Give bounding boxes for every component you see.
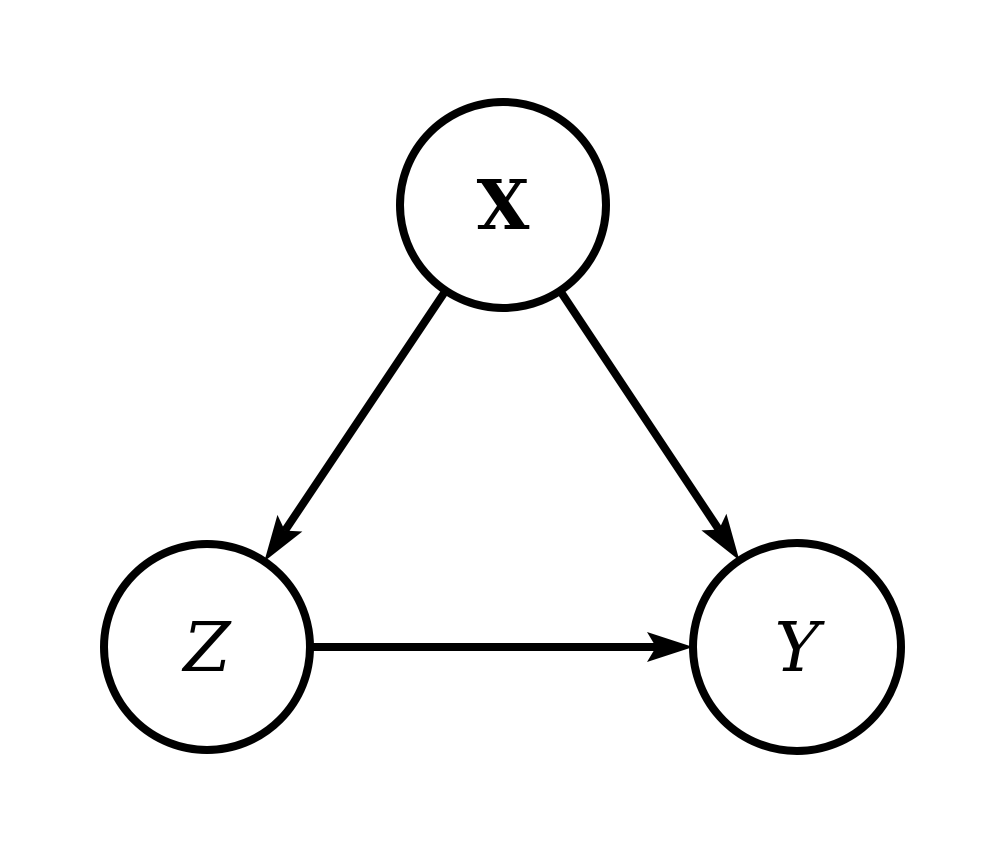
edges-layer — [264, 288, 740, 662]
node-circle-Y — [689, 539, 905, 755]
node-label-Y: Y — [775, 609, 826, 688]
node-label-Z: Z — [181, 609, 232, 688]
arrowhead-Z-Y — [647, 632, 693, 662]
nodes-layer: X Z Y — [100, 98, 905, 755]
edge-X-Z — [281, 288, 450, 533]
node-circle-Z — [100, 540, 314, 754]
arrowhead-X-Y — [701, 513, 740, 561]
node-circle-X — [396, 98, 610, 312]
arrowhead-X-Z — [264, 514, 303, 562]
edge-X-Y — [556, 288, 723, 532]
node-label-X: X — [477, 166, 530, 246]
